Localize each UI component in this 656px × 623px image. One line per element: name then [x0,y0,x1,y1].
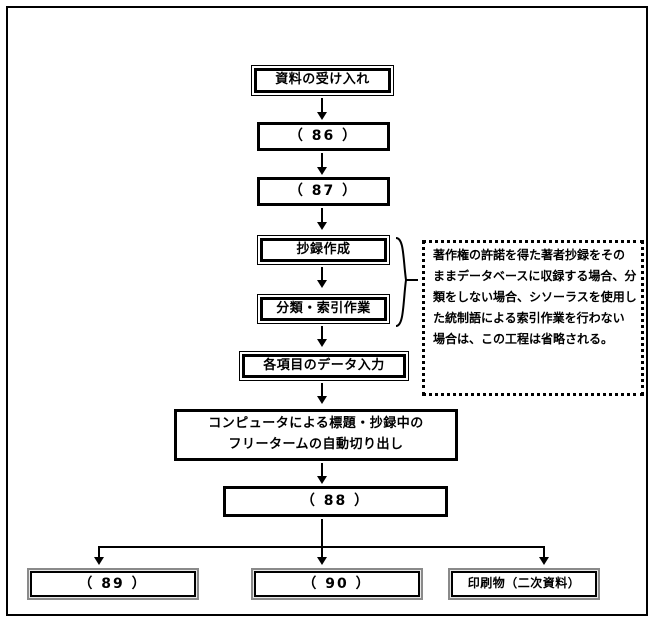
connector-4 [321,267,323,282]
node-classification-indexing-label: 分類・索引作業 [260,297,387,321]
node-material-acceptance-label: 資料の受け入れ [254,68,391,93]
node-auto-freeterm-extraction-line2: フリータームの自動切り出し [228,437,404,452]
connector-5 [321,326,323,341]
node-printed-secondary-material: 印刷物（二次資料） [448,568,600,600]
note-line-1: 著作権の許諾を得た著者抄録をその [433,248,626,262]
arrowhead-branch-left [94,557,104,565]
connector-branch-right [543,546,545,558]
arrowhead-6 [317,396,327,404]
connector-branch-center [321,546,323,558]
arrowhead-1 [317,112,327,120]
node-auto-freeterm-extraction: コンピュータによる標題・抄録中の フリータームの自動切り出し [174,409,458,461]
node-classification-indexing: 分類・索引作業 [257,294,390,324]
node-material-acceptance: 資料の受け入れ [251,65,394,96]
node-data-entry-label: 各項目のデータ入力 [242,354,406,378]
node-blank-90-label: （ 90 ） [254,571,420,597]
connector-branch-stem [321,519,323,547]
connector-2 [321,153,323,169]
node-data-entry: 各項目のデータ入力 [239,351,409,381]
node-blank-86: （ 86 ） [257,122,390,151]
arrowhead-5 [317,339,327,347]
node-abstract-creation-label: 抄録作成 [260,238,387,262]
node-blank-88: （ 88 ） [223,486,448,517]
note-line-5: 場合は、この工程は省略される。 [433,332,614,346]
node-abstract-creation: 抄録作成 [257,235,390,265]
connector-branch-left [98,546,100,558]
node-blank-90: （ 90 ） [251,568,423,600]
arrowhead-branch-right [539,557,549,565]
arrowhead-3 [317,222,327,230]
arrowhead-4 [317,280,327,288]
node-blank-89-label: （ 89 ） [30,571,196,597]
grouping-brace [395,237,418,327]
document-frame: 資料の受け入れ （ 86 ） （ 87 ） 抄録作成 分類・索引作業 [6,6,648,616]
connector-6 [321,383,323,398]
arrowhead-2 [317,167,327,175]
note-box: 著作権の許諾を得た著者抄録をその ままデータベースに収録する場合、分 類をしない… [422,240,644,396]
node-printed-secondary-material-label: 印刷物（二次資料） [451,571,597,597]
arrowhead-branch-center [317,557,327,565]
connector-1 [321,98,323,114]
node-auto-freeterm-extraction-line1: コンピュータによる標題・抄録中の [208,416,424,432]
connector-7 [321,463,323,478]
connector-3 [321,208,323,224]
note-line-2: ままデータベースに収録する場合、分 [433,269,637,283]
note-line-3: 類をしない場合、シソーラスを使用し [433,290,637,304]
arrowhead-7 [317,476,327,484]
note-line-4: た統制語による索引作業を行わない [433,311,625,325]
node-blank-87: （ 87 ） [257,177,390,206]
node-blank-89: （ 89 ） [27,568,199,600]
